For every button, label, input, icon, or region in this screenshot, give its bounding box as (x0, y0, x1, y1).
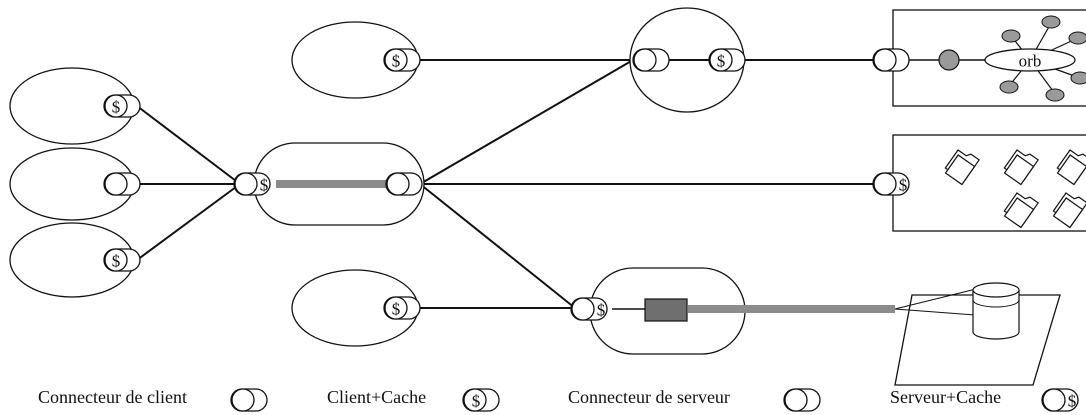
folder-icon (944, 149, 980, 186)
cache-symbol: $ (717, 52, 726, 71)
client-left-2 (9, 147, 141, 221)
link-client1-hub (136, 105, 241, 185)
client-cache-hub: $ (233, 142, 425, 226)
orb-server: orb (872, 9, 1086, 107)
legend-server-cache: Serveur+Cache (890, 387, 1001, 407)
cache-symbol: $ (899, 176, 908, 195)
cache-symbol: $ (392, 52, 401, 71)
database-icon (972, 282, 1020, 340)
folder-icon (1056, 149, 1086, 186)
file-server: $ (872, 134, 1086, 232)
cache-symbol: $ (260, 176, 269, 195)
legend: Connecteur de client Client+Cache $ Conn… (38, 387, 1079, 412)
folder-icon (1003, 149, 1039, 186)
cache-symbol: $ (392, 300, 401, 319)
client-left-3: $ (9, 222, 141, 298)
folder-icon (1052, 192, 1086, 229)
cache-symbol: $ (472, 392, 481, 411)
links (136, 59, 880, 309)
cache-symbol: $ (112, 252, 121, 271)
orb-label: orb (1019, 52, 1042, 71)
client-top: $ (291, 21, 421, 99)
link-hub-orbproxy (419, 59, 634, 185)
cache-symbol: $ (112, 98, 121, 117)
database-server (894, 282, 1061, 386)
orb-node (984, 48, 1076, 72)
db-server-cache: $ (570, 267, 895, 355)
client-bottom: $ (291, 269, 421, 347)
client-left-1: $ (9, 67, 141, 145)
link-client3-hub (136, 183, 241, 261)
cache-symbol: $ (597, 301, 606, 320)
server-cache-proxy: $ (629, 7, 746, 113)
cache-block (644, 298, 688, 322)
legend-client-connector: Connecteur de client (38, 387, 187, 407)
cache-symbol: $ (1068, 392, 1077, 411)
legend-server-connector: Connecteur de serveur (568, 387, 730, 407)
link-hub-dbcache (419, 183, 576, 309)
folder-icon (1003, 192, 1039, 229)
legend-client-cache: Client+Cache (327, 387, 426, 407)
